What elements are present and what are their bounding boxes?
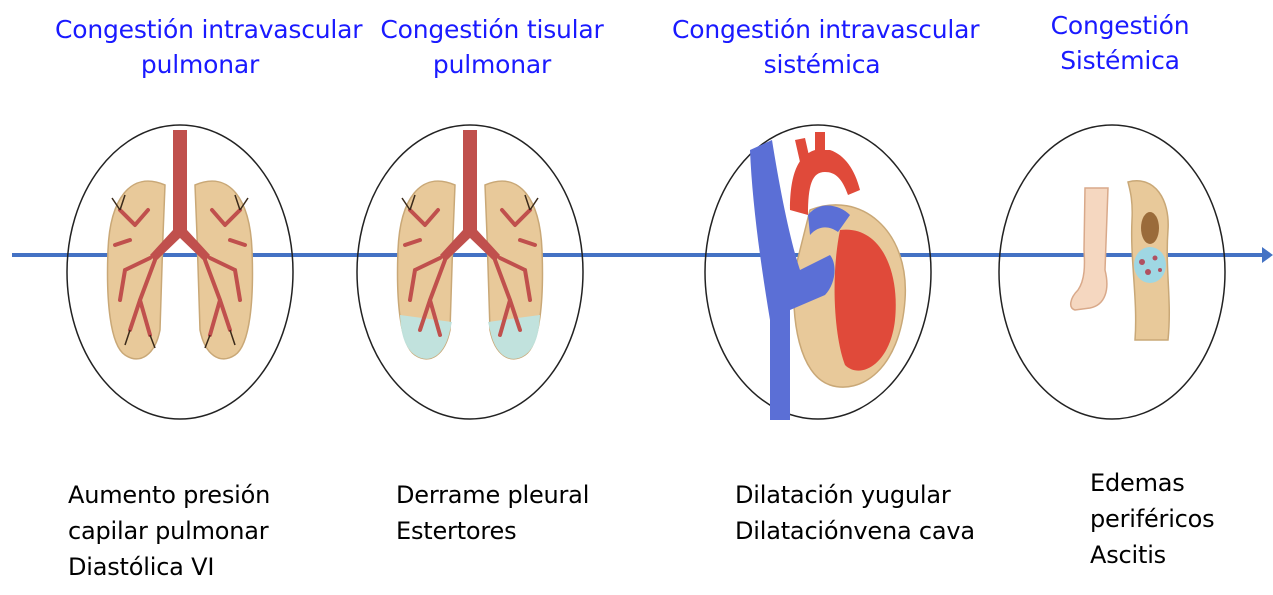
stage-3-title-line-1: Congestión intravascular	[672, 15, 980, 44]
stage-circle-1	[66, 124, 294, 420]
stage-2-description: Derrame pleural Estertores	[396, 477, 589, 549]
stage-circle-3	[704, 124, 932, 420]
foot	[1070, 187, 1109, 311]
vena-cava	[750, 140, 835, 420]
stage-2-title-line-1: Congestión tisular	[380, 15, 604, 44]
stage-3-description-line-1: Dilatación yugular	[735, 481, 951, 509]
ascites-fluid	[1134, 247, 1166, 283]
stage-3-title: Congestión intravascular sistémica	[672, 12, 980, 82]
stage-1-description-line-2: capilar pulmonar	[68, 517, 269, 545]
stage-2-description-line-1: Derrame pleural	[396, 481, 590, 509]
stage-3-description: Dilatación yugular Dilataciónvena cava	[735, 477, 975, 549]
stage-4-title: Congestión Sistémica	[1035, 8, 1205, 78]
heart-illustration	[704, 124, 932, 420]
stage-4-description: Edemas periféricos Ascitis	[1090, 465, 1215, 573]
pleural-fluid-right	[488, 315, 540, 359]
stage-1-title: Congestión intravascular pulmonar	[55, 12, 363, 82]
stage-3-title-line-2: sistémica	[763, 50, 881, 79]
stage-2-description-line-2: Estertores	[396, 517, 517, 545]
trachea	[150, 130, 210, 262]
stage-1-title-line-2: pulmonar	[140, 50, 260, 79]
stage-circle-2	[356, 124, 584, 420]
stage-1-description-line-1: Aumento presión	[68, 481, 271, 509]
stage-2-title: Congestión tisular pulmonar	[372, 12, 612, 82]
right-lung	[194, 180, 254, 360]
edema-illustration	[998, 124, 1226, 420]
stage-4-description-line-1: Edemas	[1090, 469, 1185, 497]
stage-1-description: Aumento presión capilar pulmonar Diastól…	[68, 477, 270, 585]
aorta	[790, 150, 860, 215]
stage-4-title-line-1: Congestión	[1050, 11, 1190, 40]
lungs-illustration-1	[66, 124, 294, 420]
left-lung	[106, 180, 166, 360]
stage-4-title-line-2: Sistémica	[1060, 46, 1180, 75]
ventricle	[834, 229, 896, 371]
stage-1-description-line-3: Diastólica VI	[68, 553, 215, 581]
stage-4-description-line-3: Ascitis	[1090, 541, 1166, 569]
lungs-illustration-2	[356, 124, 584, 420]
stage-1-title-line-1: Congestión intravascular	[55, 15, 363, 44]
stage-4-description-line-2: periféricos	[1090, 505, 1215, 533]
stage-circle-4	[998, 124, 1226, 420]
pleural-fluid-left	[400, 315, 452, 359]
stage-3-description-line-2: Dilataciónvena cava	[735, 517, 975, 545]
stage-2-title-line-2: pulmonar	[432, 50, 552, 79]
organ	[1141, 212, 1159, 244]
timeline-arrowhead	[1262, 247, 1273, 263]
